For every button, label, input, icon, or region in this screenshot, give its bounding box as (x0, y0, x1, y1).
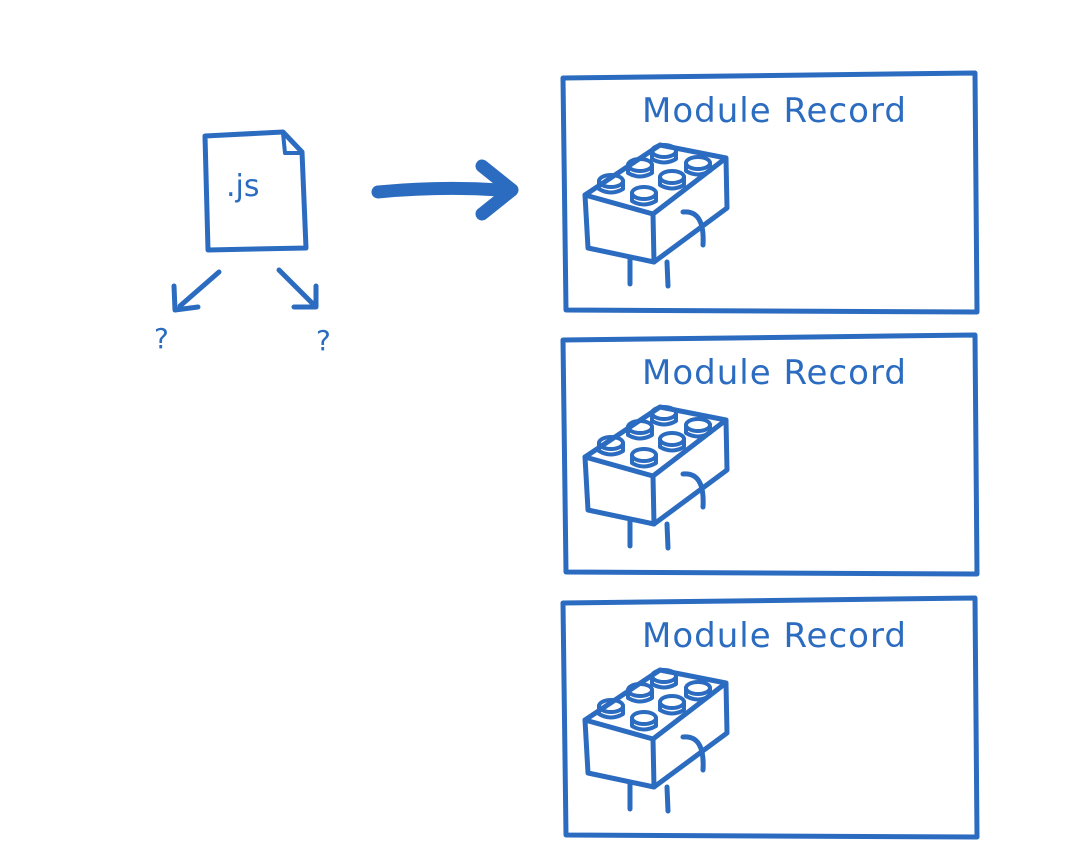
brick-stud-side (626, 688, 654, 704)
brick-stud-side (597, 441, 625, 457)
lego-brick-icon (582, 404, 730, 551)
down-left-arrow-icon (171, 269, 222, 313)
brick-leg (664, 784, 671, 814)
brick-stud (684, 155, 712, 171)
brick-stud-side (658, 175, 686, 191)
module-record-frame (560, 70, 980, 315)
document-icon (202, 129, 309, 253)
lego-brick-icon (582, 667, 730, 814)
module-record: Module Record (560, 70, 980, 315)
down-right-arrow-icon (276, 267, 319, 310)
lego-brick-icon (582, 142, 730, 289)
brick-stud (650, 143, 678, 159)
module-record: Module Record (560, 595, 980, 840)
brick-stud-side (658, 700, 686, 716)
brick-side-face (651, 680, 730, 790)
brick-stud-side (630, 453, 658, 469)
brick-stud (650, 668, 678, 684)
brick-stud-side (597, 704, 625, 720)
module-record-title: Module Record (642, 616, 907, 656)
brick-stud-side (650, 674, 678, 690)
module-record: Module Record (560, 332, 980, 577)
brick-front-face (582, 717, 657, 790)
brick-front-face (582, 454, 657, 527)
unknown-mark-right: ? (316, 324, 331, 357)
file-extension-label: .js (226, 169, 260, 204)
unknown-branch-left: ? (154, 269, 222, 355)
unknown-mark-left: ? (154, 322, 169, 355)
right-arrow-icon (371, 159, 519, 221)
brick-stud-side (658, 437, 686, 453)
brick-stud (684, 417, 712, 433)
brick-stud-side (630, 191, 658, 207)
brick-side-face (651, 155, 730, 265)
brick-stud-side (626, 425, 654, 441)
brick-curl (680, 734, 706, 773)
unknown-branch-right: ? (276, 267, 331, 357)
brick-stud (658, 169, 686, 185)
brick-stud-side (597, 179, 625, 195)
brick-curl (680, 471, 706, 510)
module-record-frame (560, 332, 980, 577)
brick-stud (658, 431, 686, 447)
module-record-title: Module Record (642, 353, 907, 393)
module-record-frame (560, 595, 980, 840)
brick-leg (664, 259, 671, 289)
brick-stud-side (650, 149, 678, 165)
brick-stud (630, 710, 658, 726)
js-file: .js (202, 129, 309, 253)
brick-front-face (582, 192, 657, 265)
brick-leg (664, 521, 671, 551)
brick-stud (650, 405, 678, 421)
module-record-title: Module Record (642, 91, 907, 131)
brick-stud (658, 694, 686, 710)
brick-stud (630, 447, 658, 463)
brick-stud-side (684, 686, 712, 702)
brick-stud-side (684, 423, 712, 439)
brick-stud (684, 680, 712, 696)
brick-stud-side (650, 411, 678, 427)
brick-stud-side (684, 161, 712, 177)
brick-side-face (651, 417, 730, 527)
brick-stud (630, 185, 658, 201)
brick-stud-side (626, 163, 654, 179)
brick-curl (680, 209, 706, 248)
brick-stud-side (630, 716, 658, 732)
